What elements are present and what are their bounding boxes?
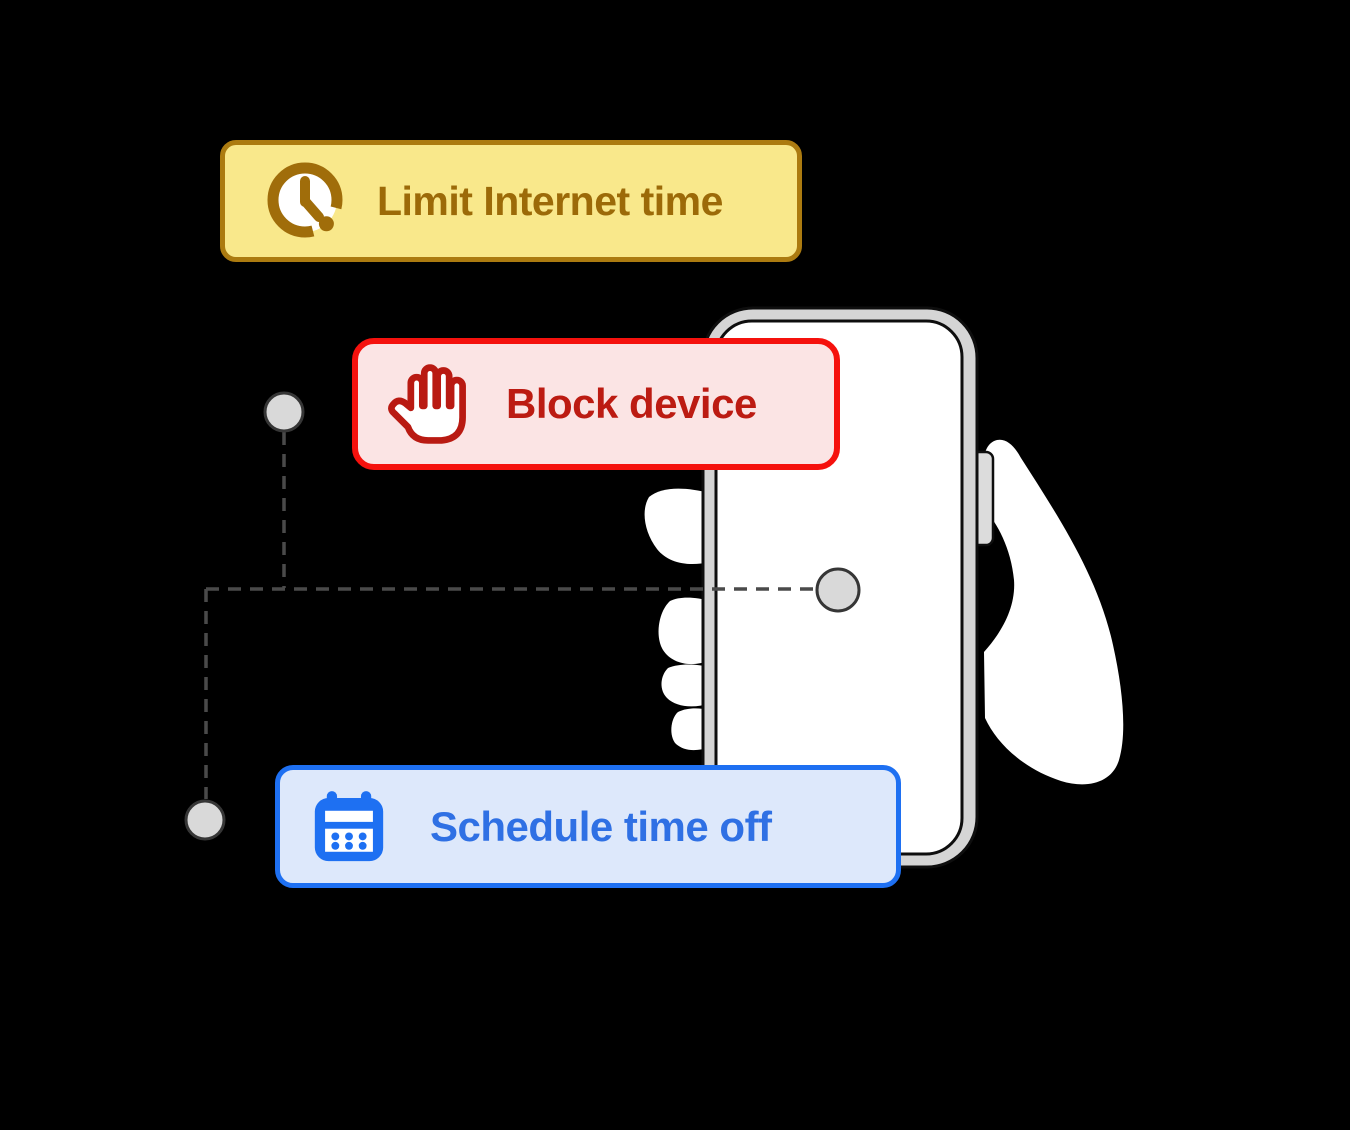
limit-internet-time-badge[interactable]: Limit Internet time (220, 140, 802, 262)
schedule-time-off-label: Schedule time off (430, 802, 772, 850)
calendar-icon (308, 786, 390, 868)
block-device-label: Block device (506, 380, 757, 427)
block-device-badge[interactable]: Block device (352, 338, 840, 470)
connector-node-bottom (184, 799, 226, 841)
screen-target-dot (815, 567, 861, 613)
finger (644, 488, 710, 565)
limit-internet-time-label: Limit Internet time (377, 177, 723, 224)
connector-lines (204, 432, 817, 799)
schedule-time-off-badge[interactable]: Schedule time off (275, 765, 901, 888)
finger (658, 597, 710, 665)
hand-fingers (644, 488, 710, 751)
connector-node-top (263, 391, 305, 433)
hand-palm-thumb (983, 439, 1124, 785)
stop-hand-icon (384, 358, 476, 450)
finger (671, 708, 710, 751)
finger (661, 664, 710, 707)
clock-icon (261, 157, 349, 245)
